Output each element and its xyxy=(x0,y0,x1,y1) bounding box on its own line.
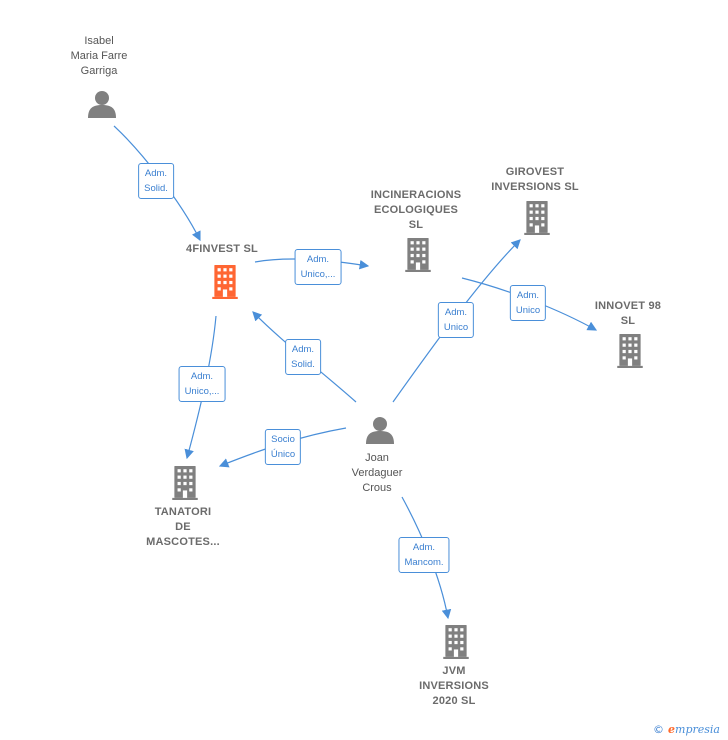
building-icon-jvm xyxy=(443,625,469,659)
edge-label-finvest-tanatori[interactable]: Adm. Unico,... xyxy=(178,366,226,402)
node-label-tanatori[interactable]: TANATORI DE MASCOTES... xyxy=(146,506,220,548)
node-label-girovest[interactable]: GIROVEST INVERSIONS SL xyxy=(491,166,579,193)
edge-label-joan-finvest[interactable]: Adm. Solid. xyxy=(285,339,321,375)
brand-initial: e xyxy=(668,723,676,736)
edge-label-joan-jvm[interactable]: Adm. Mancom. xyxy=(398,537,450,573)
node-label-isabel[interactable]: Isabel Maria Farre Garriga xyxy=(70,35,128,77)
node-label-jvm[interactable]: JVM INVERSIONS 2020 SL xyxy=(419,665,489,707)
edge-label-joan-tanatori[interactable]: Socio Único xyxy=(264,429,302,465)
edge-label-incineracions-innovet[interactable]: Adm. Unico xyxy=(509,285,547,321)
node-label-joan[interactable]: Joan Verdaguer Crous xyxy=(351,452,403,494)
person-icon-isabel xyxy=(88,91,116,118)
empresia-watermark: ©empresia xyxy=(653,723,720,736)
node-label-4finvest[interactable]: 4FINVEST SL xyxy=(186,243,258,255)
building-icon-tanatori xyxy=(172,466,198,500)
brand-name: mpresia xyxy=(675,723,720,736)
building-icon-innovet xyxy=(617,334,643,368)
building-icon-incineracions xyxy=(405,238,431,272)
building-icon-4finvest xyxy=(212,265,238,299)
node-label-incineracions[interactable]: INCINERACIONS ECOLOGIQUES SL xyxy=(370,189,462,231)
edge-label-joan-girovest[interactable]: Adm. Unico xyxy=(437,302,475,338)
node-label-innovet[interactable]: INNOVET 98 SL xyxy=(594,300,662,327)
building-icon-girovest xyxy=(524,201,550,235)
person-icon-joan xyxy=(366,417,394,444)
edge-label-isabel-finvest[interactable]: Adm. Solid. xyxy=(138,163,174,199)
edge-label-finvest-incineracions[interactable]: Adm. Unico,... xyxy=(294,249,342,285)
copyright-icon: © xyxy=(653,723,665,736)
